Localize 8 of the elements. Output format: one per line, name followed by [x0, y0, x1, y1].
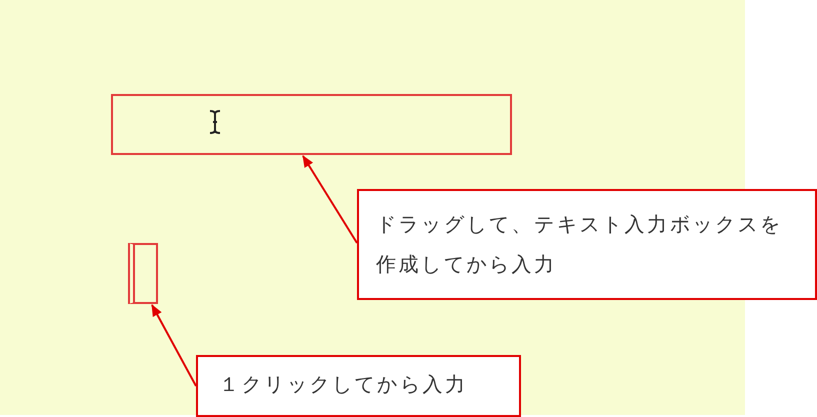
arrow: [151, 304, 197, 386]
arrow: [302, 155, 358, 244]
callout-text: ドラッグして、テキスト入力ボックスを作成してから入力: [376, 211, 784, 278]
callout-text: １クリックしてから入力: [219, 371, 469, 398]
horizontal-text-box: [111, 94, 512, 155]
callout-panel: [196, 355, 521, 417]
callout-panel: [357, 189, 817, 300]
vertical-text-box: [128, 243, 158, 304]
